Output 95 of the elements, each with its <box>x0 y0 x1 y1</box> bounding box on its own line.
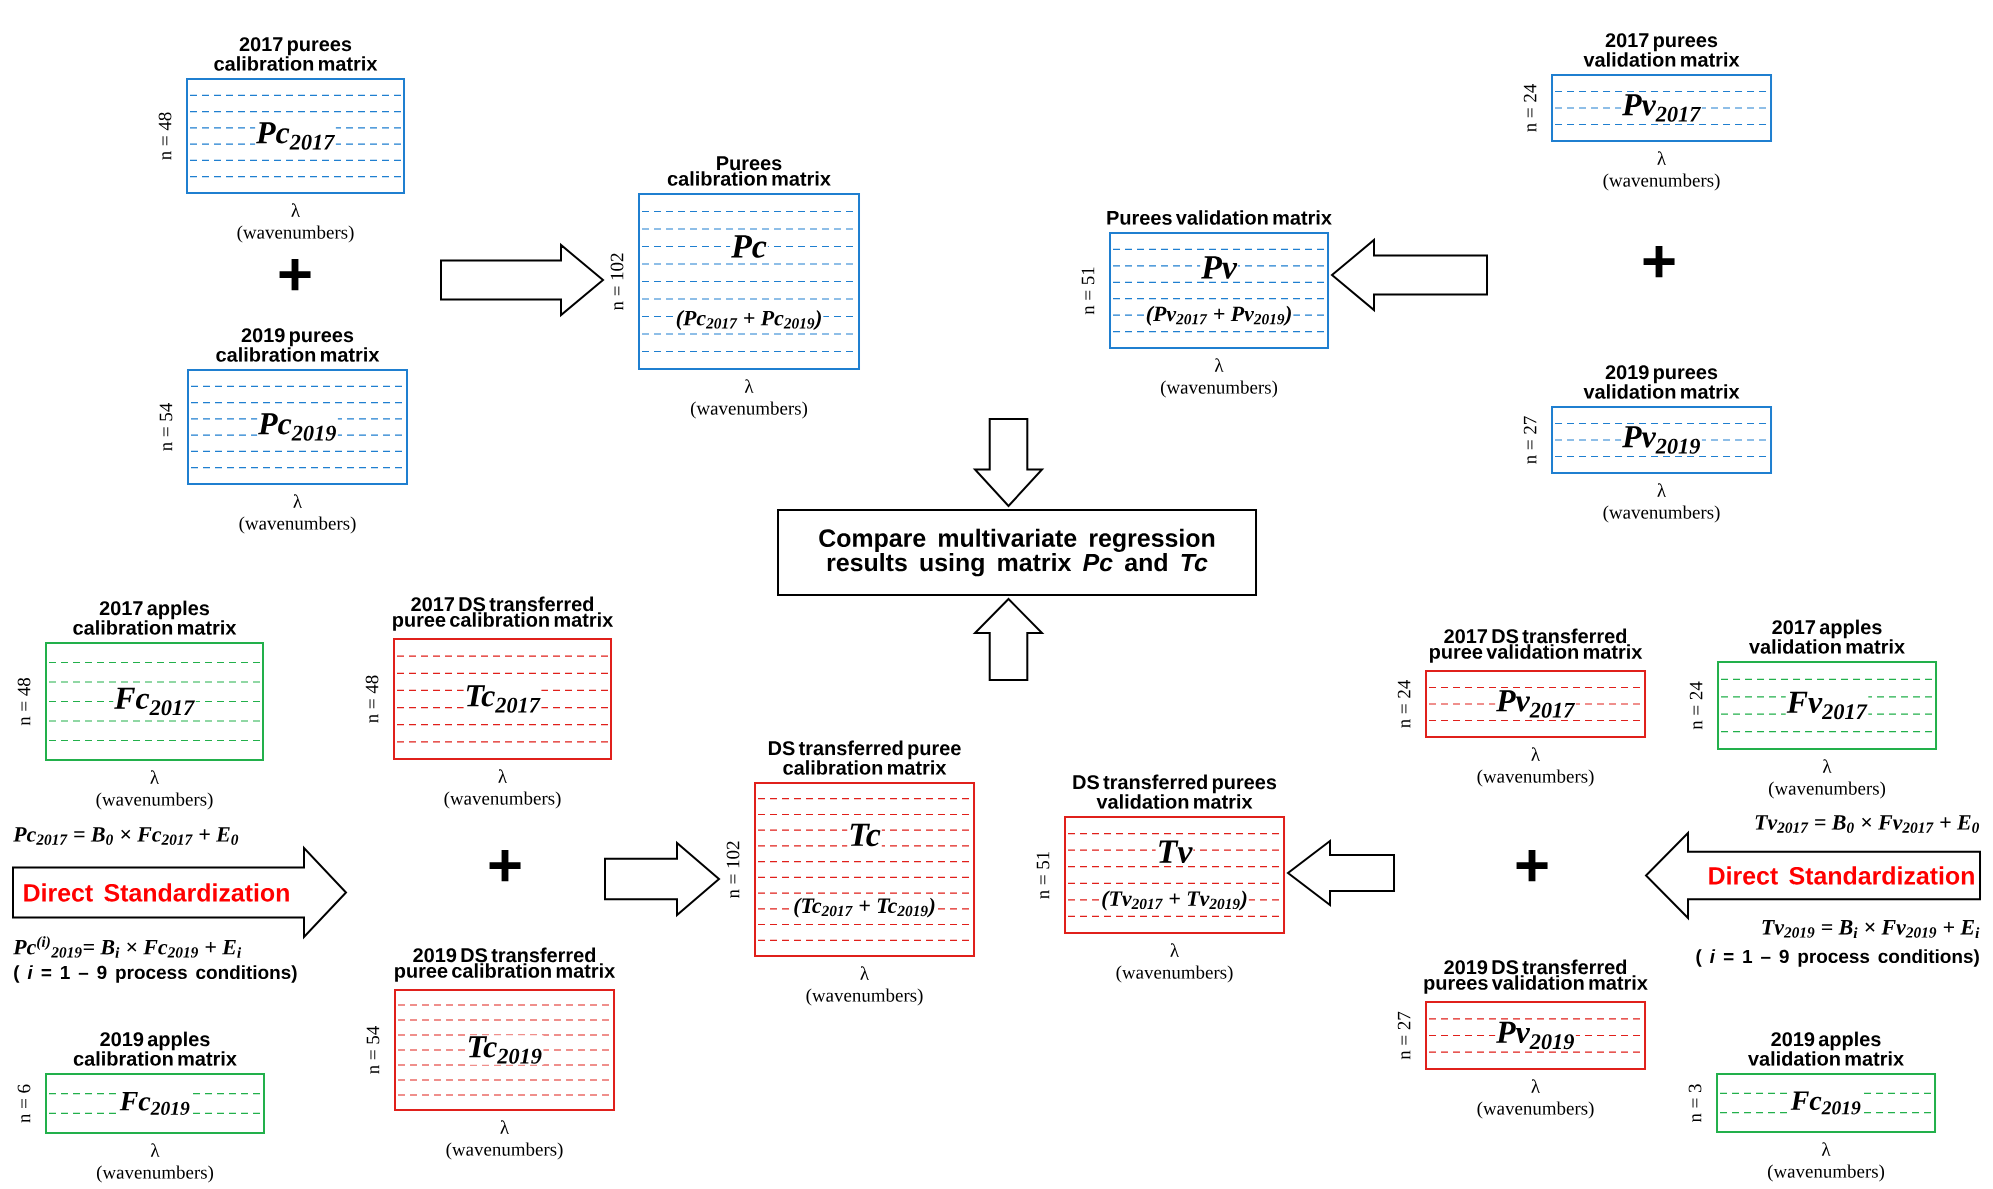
axis-label: λ <box>744 379 754 393</box>
matrix-heading: 2017 DS transferred puree calibration matrix <box>393 596 614 631</box>
axis-label: (wavenumbers) <box>237 225 354 243</box>
row-count-label: n = 54 <box>159 403 173 451</box>
axis-label: (wavenumbers) <box>1768 1164 1885 1182</box>
row-count-label: n = 24 <box>1397 680 1411 728</box>
matrix-heading: 2017 apples validation matrix <box>1749 619 1905 654</box>
axis-label: λ <box>498 769 507 783</box>
matrix-heading: 2019 purees validation matrix <box>1583 365 1740 399</box>
row-count-label: n = 24 <box>1523 84 1537 132</box>
row-count-label: n = 48 <box>158 112 172 160</box>
matrix-box: Tv (Tv$_{2017}$ + Tv$_{2019}$) <box>1064 816 1285 934</box>
plus-sign: + <box>1643 245 1675 278</box>
block-arrow <box>972 597 1045 681</box>
row-count-label: n = 102 <box>610 253 624 311</box>
matrix-box: Pc (Pc$_{2017}$ + Pc$_{2019}$) <box>638 193 860 370</box>
matrix-box: Fc$_{2019}$ <box>1716 1073 1936 1133</box>
axis-label: (wavenumbers) <box>1769 781 1886 799</box>
matrix-heading: 2019 DS transferred puree calibration matrix <box>395 947 616 982</box>
matrix-box: Pv$_{2019}$ <box>1551 406 1772 474</box>
matrix-heading: 2017 purees validation matrix <box>1583 33 1740 67</box>
axis-label: λ <box>291 203 300 217</box>
condition-note: ( i = 1 – 9 process conditions) <box>14 965 297 983</box>
row-count-label: n = 27 <box>1523 416 1537 464</box>
matrix-box: Fc$_{2019}$ <box>45 1073 265 1134</box>
matrix-box: Pv (Pv$_{2017}$ + Pv$_{2019}$) <box>1109 232 1329 349</box>
block-arrow <box>972 418 1045 508</box>
block-arrow <box>440 242 605 318</box>
matrix-heading: 2017 apples calibration matrix <box>73 600 237 635</box>
row-count-label: n = 3 <box>1688 1084 1702 1123</box>
axis-label: (wavenumbers) <box>1160 380 1278 398</box>
matrix-box: Tc$_{2017}$ <box>393 638 612 760</box>
row-count-label: n = 6 <box>17 1084 31 1123</box>
axis-label: (wavenumbers) <box>1477 1101 1594 1119</box>
axis-label: λ <box>150 1143 160 1157</box>
matrix-box: Tc (Tc$_{2017}$ + Tc$_{2019}$) <box>754 782 975 957</box>
block-arrow <box>604 840 721 918</box>
matrix-box: Pc$_{2017}$ <box>186 78 405 194</box>
condition-note: ( i = 1 – 9 process conditions) <box>1696 949 1979 967</box>
row-count-label: n = 51 <box>1081 267 1095 315</box>
matrix-heading: 2019 apples calibration matrix <box>73 1031 237 1066</box>
matrix-box: Fc$_{2017}$ <box>45 642 264 761</box>
axis-label: (wavenumbers) <box>96 1165 214 1183</box>
row-count-label: n = 102 <box>726 841 740 899</box>
axis-label: λ <box>150 770 159 784</box>
matrix-heading: 2019 purees calibration matrix <box>216 328 380 362</box>
row-count-label: n = 48 <box>365 675 379 723</box>
matrix-heading: 2019 apples validation matrix <box>1748 1031 1904 1066</box>
matrix-heading: 2017 DS transferred puree validation matrix <box>1429 628 1643 663</box>
axis-label: λ <box>1170 943 1179 957</box>
matrix-heading: DS transferred puree calibration matrix <box>768 740 961 775</box>
row-count-label: n = 54 <box>366 1026 380 1074</box>
matrix-heading: Purees validation matrix <box>1107 210 1332 225</box>
axis-label: λ <box>1531 1079 1540 1093</box>
axis-label: λ <box>1657 151 1666 165</box>
row-count-label: n = 24 <box>1689 681 1703 730</box>
row-count-label: n = 48 <box>17 677 31 726</box>
plus-sign: + <box>1516 849 1548 882</box>
matrix-box: Pv$_{2017}$ <box>1551 74 1772 142</box>
axis-label: (wavenumbers) <box>239 516 356 534</box>
matrix-box: Fv$_{2017}$ <box>1717 661 1937 750</box>
matrix-heading: DS transferred purees validation matrix <box>1073 774 1277 809</box>
axis-label: λ <box>500 1120 509 1134</box>
axis-label: λ <box>1822 759 1832 773</box>
plus-sign: + <box>489 849 521 882</box>
axis-label: λ <box>1214 358 1224 372</box>
plus-sign: + <box>279 258 311 291</box>
block-arrow <box>1286 839 1395 908</box>
axis-label: λ <box>860 966 869 980</box>
matrix-box: Pc$_{2019}$ <box>187 369 408 485</box>
matrix-heading: 2017 purees calibration matrix <box>214 37 378 71</box>
equation: Tv$_{2019}$ = B$_{i}$ × Fv$_{2019}$ + E$_{i}$ <box>1762 920 1980 938</box>
block-arrow <box>1330 237 1488 313</box>
axis-label: λ <box>1531 747 1540 761</box>
axis-label: (wavenumbers) <box>446 1142 563 1160</box>
equation: Pc$_{2017}$ = B$_{0}$ × Fc$_{2017}$ + E$_{0}$ <box>13 827 239 845</box>
axis-label: (wavenumbers) <box>1477 769 1594 787</box>
row-count-label: n = 27 <box>1397 1011 1411 1060</box>
matrix-box: Pv$_{2019}$ <box>1425 1001 1646 1070</box>
axis-label: (wavenumbers) <box>1603 173 1720 191</box>
matrix-box: Pv$_{2017}$ <box>1425 670 1646 738</box>
text-box: Compare multivariate regression results using matrix Pc and Tc <box>777 509 1257 596</box>
axis-label: (wavenumbers) <box>690 401 808 419</box>
matrix-heading: Purees calibration matrix <box>667 156 831 186</box>
row-count-label: n = 51 <box>1036 851 1050 899</box>
axis-label: (wavenumbers) <box>1116 965 1233 983</box>
matrix-heading: 2019 DS transferred purees validation matrix <box>1424 959 1648 994</box>
axis-label: λ <box>293 494 302 508</box>
axis-label: (wavenumbers) <box>806 988 923 1006</box>
axis-label: (wavenumbers) <box>1603 505 1720 523</box>
axis-label: λ <box>1821 1142 1831 1156</box>
axis-label: (wavenumbers) <box>444 791 561 809</box>
axis-label: (wavenumbers) <box>96 792 213 810</box>
axis-label: λ <box>1657 483 1666 497</box>
matrix-box: Tc$_{2019}$ <box>394 989 615 1111</box>
